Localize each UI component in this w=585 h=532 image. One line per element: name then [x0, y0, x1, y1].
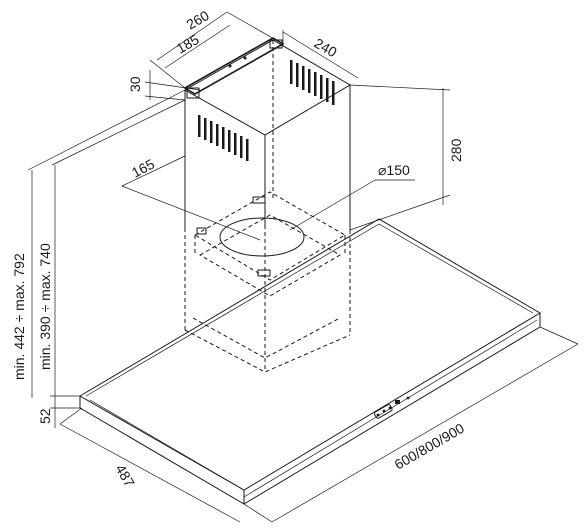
dim-chimney-depth: 240 [312, 35, 340, 61]
dimension-lines [27, 11, 579, 523]
canopy-outline [79, 218, 541, 505]
chimney-outline [183, 39, 351, 373]
button-4-icon [406, 396, 410, 400]
dim-chimney-inner-width: 185 [174, 31, 202, 57]
control-panel [373, 396, 410, 419]
top-bracket [183, 37, 285, 99]
dim-chimney-height: 280 [448, 138, 464, 162]
dim-chimney-width: 260 [184, 7, 212, 33]
vent-slots-left [198, 115, 249, 161]
dim-duct-diameter: ⌀150 [378, 162, 410, 178]
vent-slots-right [290, 60, 335, 105]
dim-canopy-thickness: 52 [37, 408, 53, 424]
button-2-icon [382, 409, 386, 413]
button-1-icon [376, 413, 380, 417]
dim-top-bracket: 30 [127, 76, 143, 92]
button-3-icon [388, 406, 392, 410]
dim-height-range-inner: min. 390 ÷ max. 740 [37, 243, 53, 370]
display-icon [395, 400, 400, 404]
dim-height-range-outer: min. 442 ÷ max. 792 [11, 253, 27, 380]
dim-canopy-depth: 487 [112, 462, 138, 490]
dim-duct-offset: 165 [129, 155, 157, 180]
